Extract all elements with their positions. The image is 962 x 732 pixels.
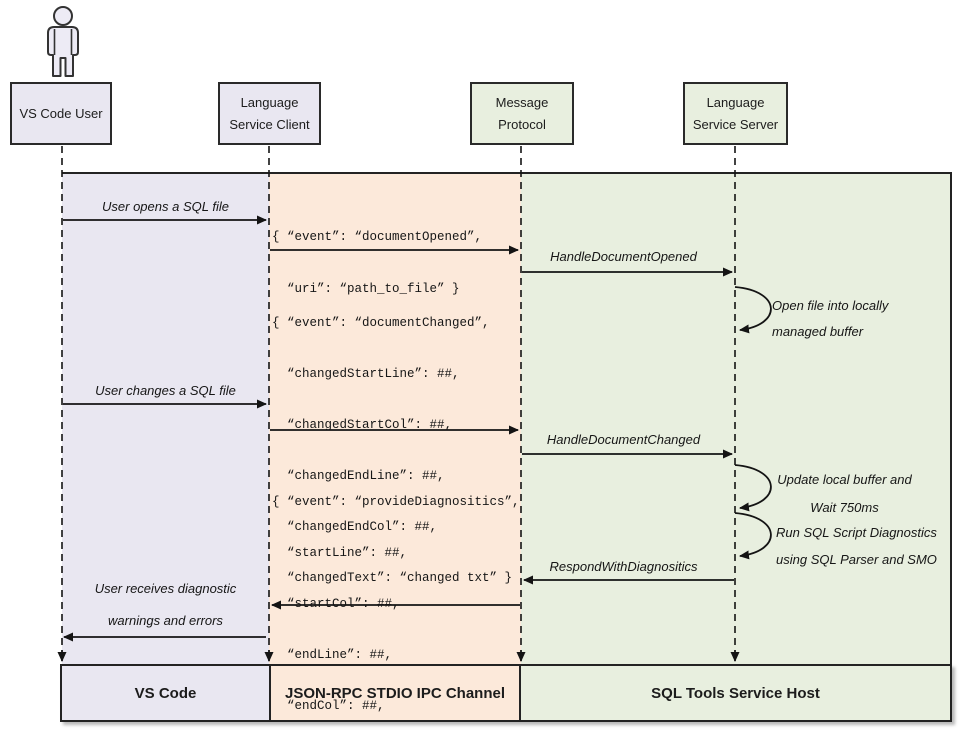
lane-ipc-channel (269, 174, 521, 664)
label-respond-with-diagnostics: RespondWithDiagnositics (549, 559, 698, 574)
label-handle-document-opened: HandleDocumentOpened (550, 249, 697, 264)
label-update-buffer-wait: Update local buffer and Wait 750ms (777, 472, 912, 515)
footer-ipc-channel: JSON-RPC STDIO IPC Channel (269, 666, 521, 720)
label-handle-document-changed: HandleDocumentChanged (546, 432, 701, 447)
lane-service-host (521, 174, 950, 664)
actor-label: VS Code User (19, 106, 103, 121)
payload-provide-diagnostics: { “event”: “provideDiagnositics”, “start… (272, 495, 520, 713)
footer-band: VS Code JSON-RPC STDIO IPC Channel SQL T… (60, 664, 952, 722)
payload-document-changed: { “event”: “documentChanged”, “changedSt… (272, 316, 513, 585)
actor-label: Language (706, 94, 765, 110)
footer-service-host: SQL Tools Service Host (521, 666, 950, 720)
actor-label: Language (240, 94, 299, 110)
actor-label: Service Client (229, 117, 310, 133)
label-user-changes-file: User changes a SQL file (95, 383, 236, 398)
label-open-file-buffer: Open file into locally managed buffer (772, 298, 889, 339)
actor-label: Service Server (692, 117, 779, 133)
label-run-diagnostics: Run SQL Script Diagnostics using SQL Par… (776, 525, 937, 567)
actor-box-language-service-client: Language Service Client (218, 82, 321, 145)
actor-box-language-service-server: Language Service Server (683, 82, 788, 145)
lane-vscode (62, 174, 269, 664)
label-user-opens-file: User opens a SQL file (102, 199, 229, 214)
actor-box-message-protocol: Message Protocol (470, 82, 574, 145)
actor-box-vscode-user: VS Code User (10, 82, 112, 145)
actor-label: Protocol (498, 117, 546, 133)
user-actor-icon (47, 6, 79, 77)
payload-document-opened: { “event”: “documentOpened”, “uri”: “pat… (272, 230, 483, 296)
actor-label: Message (495, 94, 549, 110)
footer-vscode: VS Code (62, 666, 269, 720)
label-user-receives-diagnostics: User receives diagnostic warnings and er… (94, 581, 237, 628)
